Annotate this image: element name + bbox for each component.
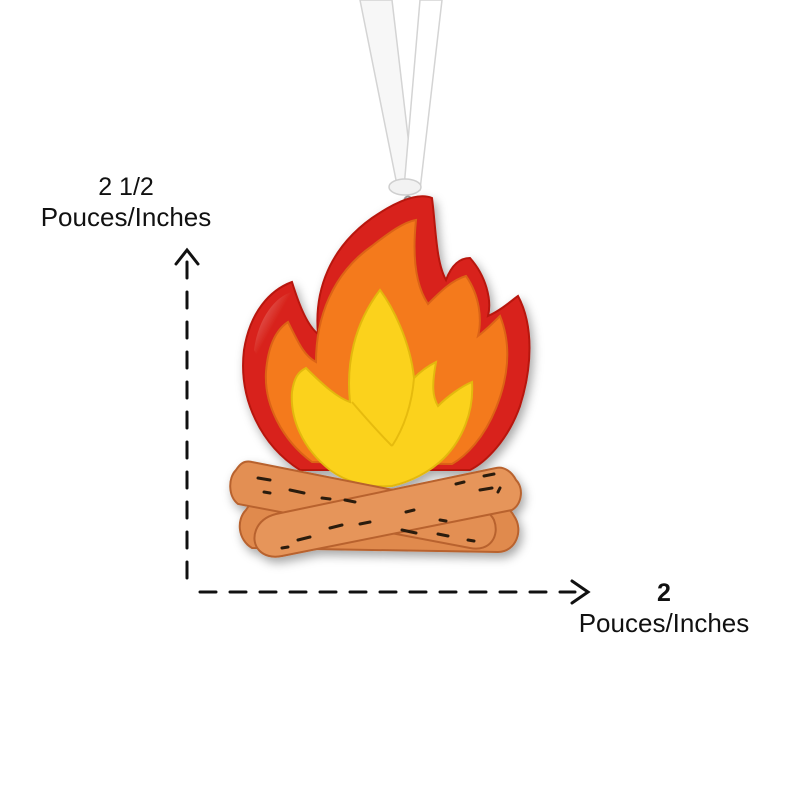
flame-inner-yellow [290, 288, 474, 488]
height-value: 2 1/2 [98, 173, 154, 201]
width-dimension-label: 2 Pouces/Inches [560, 578, 768, 639]
height-dimension-arrow [174, 247, 200, 582]
width-value: 2 [657, 579, 671, 607]
campfire-ornament [229, 195, 531, 558]
log-bark-marks [256, 472, 502, 550]
height-dimension-label: 2 1/2 Pouces/Inches [20, 172, 232, 233]
log-front-right [253, 466, 522, 558]
width-unit: Pouces/Inches [578, 608, 750, 638]
hanging-ribbon [359, 0, 443, 205]
width-dimension-arrow [198, 579, 591, 605]
height-unit: Pouces/Inches [40, 202, 212, 232]
